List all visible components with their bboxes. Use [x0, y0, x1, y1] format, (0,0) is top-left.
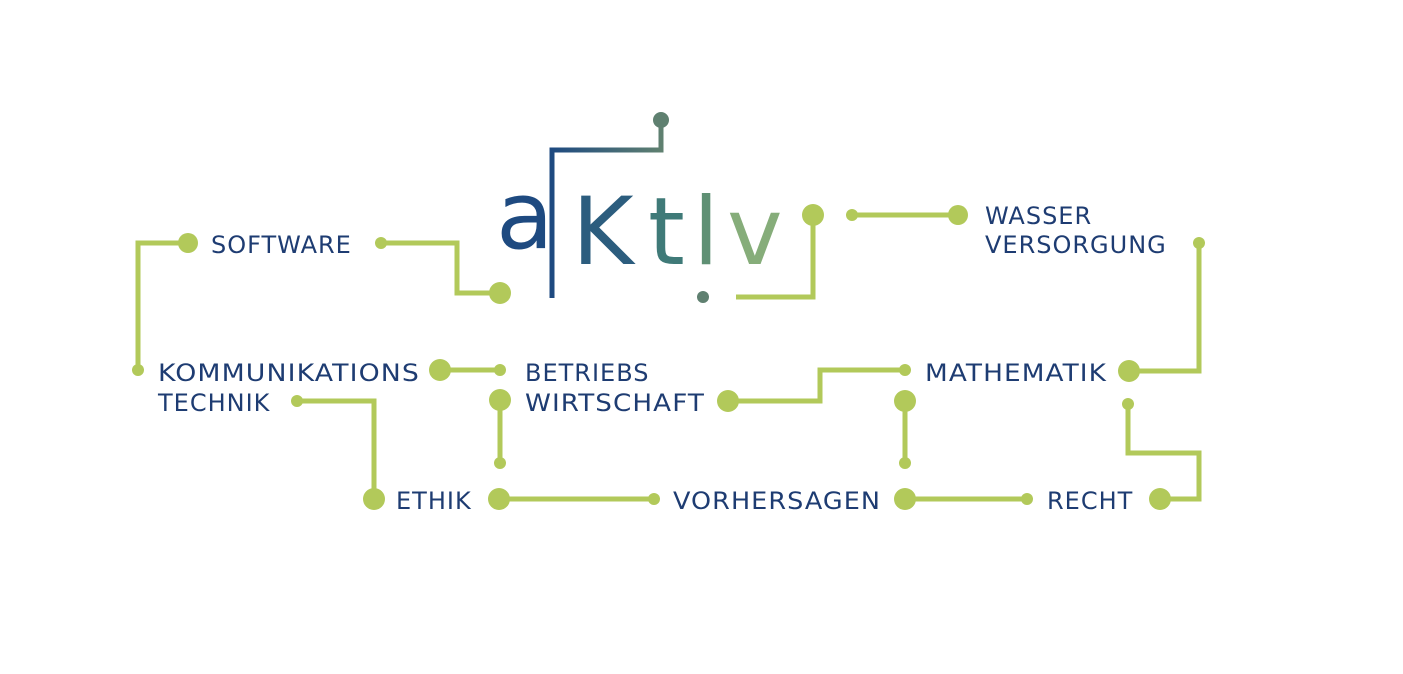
node	[1149, 488, 1171, 510]
node	[1122, 398, 1134, 410]
node	[375, 237, 387, 249]
logo-letter-t: t	[648, 178, 685, 287]
node	[494, 364, 506, 376]
node	[846, 209, 858, 221]
node	[717, 390, 739, 412]
logo-letter-k: K	[572, 178, 636, 287]
label-mathematik: MATHEMATIK	[925, 359, 1107, 387]
node	[894, 390, 916, 412]
logo-frame-top	[549, 120, 664, 298]
node	[899, 457, 911, 469]
node	[1118, 360, 1140, 382]
line-mathematik-recht	[1125, 404, 1202, 502]
logo-letter-v: v	[727, 178, 783, 287]
label-wirtschaft: WIRTSCHAFT	[525, 389, 705, 417]
node	[648, 493, 660, 505]
logo-frame-bottom-node	[697, 291, 709, 303]
label-software: SOFTWARE	[211, 231, 352, 259]
node	[489, 282, 511, 304]
label-betriebs: BETRIEBS	[525, 359, 649, 387]
logo-letter-a: a	[496, 162, 554, 271]
node	[429, 359, 451, 381]
line-software-logo	[381, 240, 500, 296]
node	[363, 488, 385, 510]
label-kommunikations: KOMMUNIKATIONS	[158, 359, 420, 387]
node	[802, 204, 824, 226]
label-technik: TECHNIK	[157, 389, 271, 417]
node	[1021, 493, 1033, 505]
node	[489, 389, 511, 411]
node	[488, 488, 510, 510]
line-logo-right	[736, 215, 816, 300]
label-versorgung: VERSORGUNG	[985, 231, 1167, 259]
aktiv-logo: a K t l v	[496, 112, 783, 303]
node	[291, 395, 303, 407]
label-ethik: ETHIK	[396, 487, 472, 515]
node	[1193, 237, 1205, 249]
node	[494, 457, 506, 469]
logo-frame-top-node	[653, 112, 669, 128]
node	[894, 488, 916, 510]
topic-labels: SOFTWARE WASSER VERSORGUNG KOMMUNIKATION…	[157, 202, 1167, 515]
label-vorhersagen: VORHERSAGEN	[673, 487, 881, 515]
node	[178, 233, 198, 253]
label-wasser: WASSER	[985, 202, 1092, 230]
node	[948, 205, 968, 225]
line-technik-ethik	[297, 398, 377, 499]
circuit-nodes	[132, 204, 1205, 510]
line-wasser-mathematik	[1129, 243, 1202, 374]
line-wirtschaft-mathematik	[728, 367, 905, 404]
node	[899, 364, 911, 376]
line-software-left	[135, 240, 188, 370]
node	[132, 364, 144, 376]
logo-letter-l: l	[693, 178, 719, 287]
label-recht: RECHT	[1047, 487, 1133, 515]
